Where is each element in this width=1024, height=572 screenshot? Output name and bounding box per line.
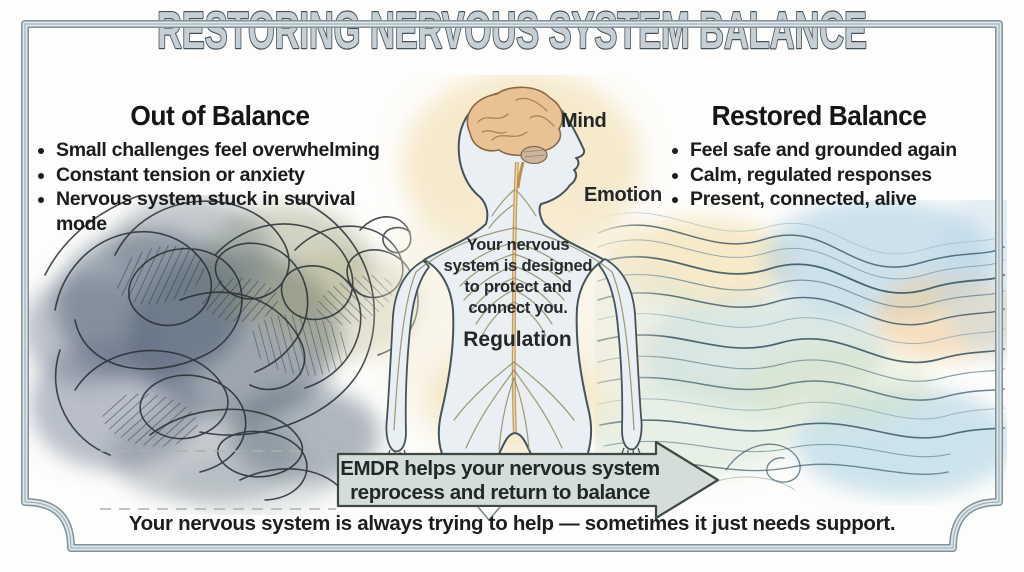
restored-balance-list: Feel safe and grounded again Calm, regul… (664, 138, 974, 212)
figure-message: Your nervous system is designed to prote… (443, 236, 593, 318)
emdr-arrow-line1: EMDR helps your nervous system (340, 457, 660, 480)
out-of-balance-panel: Out of Balance Small challenges feel ove… (30, 100, 410, 236)
list-item: Small challenges feel overwhelming (56, 138, 410, 163)
regulation-label: Regulation (463, 328, 572, 351)
restored-balance-heading: Restored Balance (711, 100, 927, 131)
mind-label: Mind (561, 110, 607, 132)
footer-caption: Your nervous system is always trying to … (128, 512, 896, 535)
list-item: Feel safe and grounded again (690, 138, 974, 163)
emotion-label: Emotion (584, 184, 662, 206)
title-banner: RESTORING NERVOUS SYSTEM BALANCE (156, 1, 868, 61)
list-item: Constant tension or anxiety (56, 163, 410, 188)
out-of-balance-heading: Out of Balance (130, 100, 310, 131)
restored-balance-panel: Restored Balance Feel safe and grounded … (664, 100, 974, 212)
list-item: Calm, regulated responses (690, 163, 974, 188)
emdr-arrow-text: EMDR helps your nervous system reprocess… (340, 457, 660, 505)
emdr-arrow-line2: reprocess and return to balance (350, 480, 650, 504)
out-of-balance-list: Small challenges feel overwhelming Const… (30, 138, 410, 236)
page-title: RESTORING NERVOUS SYSTEM BALANCE (157, 2, 867, 60)
list-item: Present, connected, alive (690, 187, 974, 212)
list-item: Nervous system stuck in survival mode (56, 187, 410, 236)
